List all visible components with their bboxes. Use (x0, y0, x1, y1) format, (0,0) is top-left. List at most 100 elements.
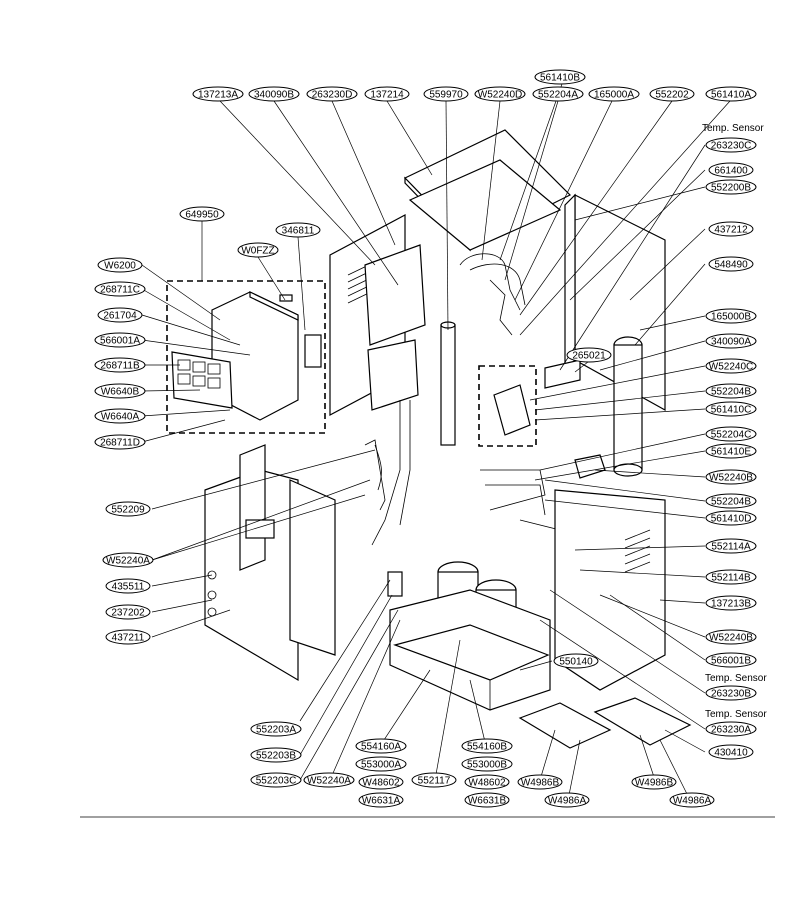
callout-W48602-B: W48602 (464, 774, 510, 790)
svg-text:W4986B: W4986B (521, 778, 560, 789)
callout-W6640A: W6640A (94, 408, 146, 424)
callout-W52240B-2: W52240B (705, 629, 757, 645)
svg-text:W6640B: W6640B (101, 387, 140, 398)
svg-text:263230D: 263230D (312, 90, 353, 101)
callout-437212: 437212 (708, 221, 754, 237)
callout-261704: 261704 (97, 307, 143, 323)
callout-552114B: 552114B (705, 569, 757, 585)
svg-text:552204B: 552204B (711, 387, 751, 398)
svg-text:W48602: W48602 (362, 778, 400, 789)
svg-text:437211: 437211 (112, 633, 145, 644)
part-callouts: 137213A 340090B 263230D 137214 559970 W5… (94, 69, 757, 808)
svg-text:165000A: 165000A (594, 90, 634, 101)
svg-text:552202: 552202 (655, 90, 689, 101)
svg-text:346811: 346811 (282, 226, 315, 237)
svg-text:268711C: 268711C (100, 285, 140, 296)
valve-block-assembly (478, 365, 537, 447)
callout-554160A: 554160A (355, 738, 407, 754)
callout-566001A: 566001A (94, 332, 146, 348)
svg-text:165000B: 165000B (711, 312, 751, 323)
sensor-bracket (544, 359, 581, 389)
callout-559970: 559970 (423, 86, 469, 102)
callout-340090A: 340090A (705, 333, 757, 349)
svg-text:W6200: W6200 (104, 261, 136, 272)
callout-237202: 237202 (105, 604, 151, 620)
svg-text:559970: 559970 (429, 90, 463, 101)
svg-text:552114B: 552114B (711, 573, 751, 584)
callout-553000B: 553000B (461, 756, 513, 772)
top-panel (403, 129, 572, 252)
svg-text:263230A: 263230A (711, 725, 751, 736)
callout-137213B: 137213B (705, 595, 757, 611)
callout-437211: 437211 (105, 629, 151, 645)
callout-263230B: 263230B (705, 685, 757, 701)
callout-W4986B-1: W4986B (517, 774, 563, 790)
base-frame (389, 589, 551, 711)
svg-text:566001A: 566001A (100, 336, 140, 347)
temp-sensor-note-2: Temp. Sensor (705, 673, 767, 684)
callout-W52240D: W52240D (474, 86, 526, 102)
svg-text:137214: 137214 (370, 90, 404, 101)
callout-W6631A: W6631A (358, 792, 404, 808)
callout-165000B: 165000B (705, 308, 757, 324)
callout-265021: 265021 (566, 347, 612, 363)
callout-430410: 430410 (708, 744, 754, 760)
callout-346811: 346811 (275, 222, 321, 238)
svg-text:137213A: 137213A (198, 90, 238, 101)
svg-text:554160B: 554160B (467, 742, 507, 753)
callout-552202: 552202 (649, 86, 695, 102)
svg-text:W4986A: W4986A (673, 796, 712, 807)
svg-text:W52240A: W52240A (307, 776, 351, 787)
svg-text:W52240A: W52240A (106, 556, 150, 567)
svg-text:340090B: 340090B (254, 90, 294, 101)
callout-552117: 552117 (411, 772, 457, 788)
callout-561410E: 561410E (705, 443, 757, 459)
svg-text:W4986A: W4986A (548, 796, 587, 807)
parts-drawing (80, 129, 775, 818)
svg-text:268711D: 268711D (100, 438, 140, 449)
svg-text:552200B: 552200B (711, 183, 751, 194)
callout-137213A: 137213A (192, 86, 244, 102)
callout-552204B: 552204B (705, 383, 757, 399)
svg-text:W6631A: W6631A (362, 796, 401, 807)
callout-550140: 550140 (553, 653, 599, 669)
svg-text:552117: 552117 (418, 776, 451, 787)
svg-text:237202: 237202 (111, 608, 145, 619)
svg-text:661400: 661400 (714, 166, 748, 177)
svg-text:437212: 437212 (714, 225, 748, 236)
callout-W48602-A: W48602 (358, 774, 404, 790)
callout-W52240C: W52240C (705, 358, 757, 374)
svg-text:340090A: 340090A (711, 337, 751, 348)
bracket-part (574, 454, 606, 479)
svg-text:552203B: 552203B (256, 751, 296, 762)
callout-W6640B: W6640B (94, 383, 146, 399)
svg-text:566001B: 566001B (711, 656, 751, 667)
callout-435511: 435511 (105, 578, 151, 594)
temp-sensor-note-1: Temp. Sensor (702, 123, 764, 134)
svg-text:435511: 435511 (112, 582, 145, 593)
callout-552209: 552209 (105, 501, 151, 517)
callout-165000A: 165000A (588, 86, 640, 102)
svg-text:137213B: 137213B (711, 599, 751, 610)
front-left-panel (204, 444, 336, 682)
callout-561410C: 561410C (705, 401, 757, 417)
svg-text:263230C: 263230C (711, 141, 752, 152)
callout-W6631B: W6631B (464, 792, 510, 808)
svg-text:430410: 430410 (714, 748, 748, 759)
callout-552204A: 552204A (532, 86, 584, 102)
front-right-panel (554, 489, 666, 691)
callout-340090B: 340090B (248, 86, 300, 102)
heat-exchanger (364, 244, 426, 411)
callout-649950: 649950 (179, 206, 225, 222)
control-box-assembly (166, 280, 326, 434)
svg-text:554160A: 554160A (361, 742, 401, 753)
svg-text:W52240D: W52240D (478, 90, 522, 101)
callout-561410D: 561410D (705, 510, 757, 526)
svg-text:W52240B: W52240B (709, 633, 753, 644)
temp-sensor-note-3: Temp. Sensor (705, 709, 767, 720)
svg-text:649950: 649950 (185, 210, 219, 221)
svg-text:561410E: 561410E (711, 447, 751, 458)
callout-553000A: 553000A (355, 756, 407, 772)
leader-lines (141, 83, 731, 801)
